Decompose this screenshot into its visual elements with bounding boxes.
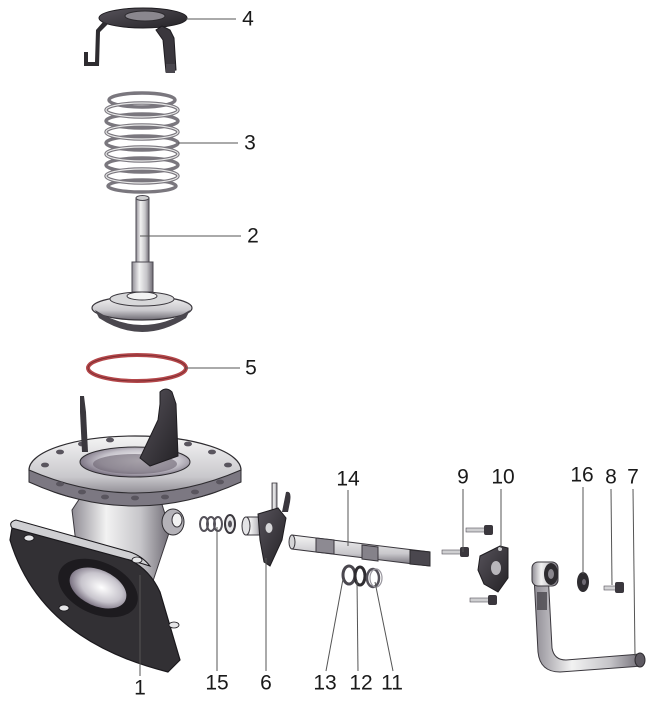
callout-15: 15 (205, 671, 229, 695)
callout-6: 6 (260, 671, 272, 695)
callout-12: 12 (349, 671, 373, 695)
callout-10: 10 (491, 465, 515, 489)
part-8-screw (603, 582, 624, 593)
part-4-retainer-bracket (84, 7, 188, 73)
callout-5: 5 (245, 356, 257, 380)
callout-8: 8 (605, 465, 617, 489)
callout-4: 4 (242, 7, 254, 31)
part-6-lever-cam (241, 482, 291, 567)
callout-9: 9 (457, 465, 469, 489)
callout-2: 2 (247, 224, 259, 248)
part-2-stem (91, 195, 193, 332)
callout-1: 1 (134, 676, 146, 700)
part-12-o-ring (353, 565, 367, 587)
part-7-handle (531, 561, 646, 673)
part-14-shaft (288, 534, 431, 567)
callout-11: 11 (381, 671, 403, 695)
callout-14: 14 (336, 467, 360, 491)
part-9-bolts (441, 525, 497, 605)
leader-lines (139, 18, 636, 676)
part-16-washer (577, 572, 589, 592)
callout-16: 16 (570, 463, 594, 487)
callout-3: 3 (244, 131, 256, 155)
part-13-washer (341, 564, 357, 586)
part-1-valve-body (9, 388, 242, 673)
part-10-bearing-cover (477, 545, 509, 593)
callout-7: 7 (627, 465, 639, 489)
part-11-o-ring (365, 567, 383, 589)
part-15-spring-washer (199, 514, 236, 534)
part-3-spring (104, 91, 180, 194)
callout-13: 13 (313, 671, 337, 695)
